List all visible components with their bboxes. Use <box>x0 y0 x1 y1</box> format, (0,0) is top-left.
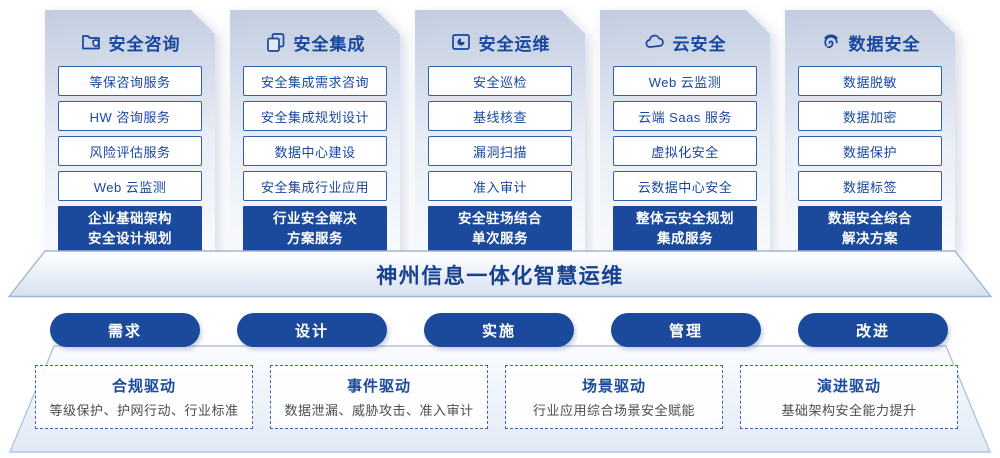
column-footer: 整体云安全规划 集成服务 <box>613 206 757 252</box>
service-item: 风险评估服务 <box>58 136 202 166</box>
service-item: 基线核查 <box>428 101 572 131</box>
service-item: 安全巡检 <box>428 66 572 96</box>
driver-desc: 行业应用综合场景安全赋能 <box>532 403 695 418</box>
column-items: 数据脱敏 数据加密 数据保护 数据标签 <box>798 66 942 201</box>
column-header: 数据安全 <box>785 29 955 55</box>
footer-line: 单次服务 <box>472 231 528 246</box>
driver-desc: 数据泄漏、威胁攻击、准入审计 <box>284 403 474 418</box>
column-footer: 数据安全综合 解决方案 <box>798 206 942 252</box>
column-panel: 云安全 Web 云监测 云端 Saas 服务 虚拟化安全 云数据中心安全 整体云… <box>600 10 770 252</box>
process-pill-design: 设计 <box>237 313 387 347</box>
column-panel: 安全咨询 等保咨询服务 HW 咨询服务 风险评估服务 Web 云监测 企业基础架… <box>45 10 215 252</box>
process-pill-requirement: 需求 <box>50 313 200 347</box>
service-item: 数据中心建设 <box>243 136 387 166</box>
service-item: 虚拟化安全 <box>613 136 757 166</box>
service-item: 准入审计 <box>428 171 572 201</box>
column-items: 等保咨询服务 HW 咨询服务 风险评估服务 Web 云监测 <box>58 66 202 201</box>
column-panel: 安全运维 安全巡检 基线核查 漏洞扫描 准入审计 安全驻场结合 单次服务 <box>415 10 585 252</box>
process-pill-implement: 实施 <box>424 313 574 347</box>
driver-box-incident: 事件驱动 数据泄漏、威胁攻击、准入审计 <box>270 365 488 429</box>
service-column-consulting: 安全咨询 等保咨询服务 HW 咨询服务 风险评估服务 Web 云监测 企业基础架… <box>45 10 215 252</box>
service-item: Web 云监测 <box>613 66 757 96</box>
column-header: 安全集成 <box>230 29 400 55</box>
service-item: 安全集成规划设计 <box>243 101 387 131</box>
footer-line: 企业基础架构 <box>88 210 172 226</box>
service-column-data: 数据安全 数据脱敏 数据加密 数据保护 数据标签 数据安全综合 解决方案 <box>785 10 955 252</box>
service-item: 数据加密 <box>798 101 942 131</box>
service-item: Web 云监测 <box>58 171 202 201</box>
service-item: 云端 Saas 服务 <box>613 101 757 131</box>
cloud-icon <box>644 31 666 53</box>
service-item: 数据标签 <box>798 171 942 201</box>
platform-banner-title: 神州信息一体化智慧运维 <box>376 265 624 288</box>
column-footer: 企业基础架构 安全设计规划 <box>58 206 202 252</box>
copy-documents-icon <box>265 31 287 53</box>
service-item: 云数据中心安全 <box>613 171 757 201</box>
column-footer: 安全驻场结合 单次服务 <box>428 206 572 252</box>
service-item: 安全集成需求咨询 <box>243 66 387 96</box>
driver-desc: 等级保护、护网行动、行业标准 <box>49 403 239 418</box>
service-item: 安全集成行业应用 <box>243 171 387 201</box>
column-header: 安全运维 <box>415 29 585 55</box>
footer-line: 安全设计规划 <box>88 231 172 246</box>
process-pill-improve: 改进 <box>798 313 948 347</box>
folder-pie-icon <box>450 31 472 53</box>
driver-title: 合规驱动 <box>111 378 176 395</box>
driver-desc: 基础架构安全能力提升 <box>781 403 917 418</box>
service-item: 漏洞扫描 <box>428 136 572 166</box>
fingerprint-icon <box>820 31 842 53</box>
folder-shield-icon <box>80 31 102 53</box>
driver-title: 演进驱动 <box>816 378 881 395</box>
column-items: 安全集成需求咨询 安全集成规划设计 数据中心建设 安全集成行业应用 <box>243 66 387 201</box>
footer-line: 解决方案 <box>842 231 898 246</box>
service-item: 数据脱敏 <box>798 66 942 96</box>
driver-box-scenario: 场景驱动 行业应用综合场景安全赋能 <box>505 365 723 429</box>
service-item: 等保咨询服务 <box>58 66 202 96</box>
footer-line: 方案服务 <box>287 231 343 246</box>
column-header: 云安全 <box>600 29 770 55</box>
column-footer: 行业安全解决 方案服务 <box>243 206 387 252</box>
column-title: 云安全 <box>672 34 727 54</box>
driver-box-evolution: 演进驱动 基础架构安全能力提升 <box>740 365 958 429</box>
footer-line: 集成服务 <box>657 231 713 246</box>
footer-line: 安全驻场结合 <box>458 210 542 226</box>
column-title: 安全咨询 <box>108 34 181 54</box>
service-column-operations: 安全运维 安全巡检 基线核查 漏洞扫描 准入审计 安全驻场结合 单次服务 <box>415 10 585 252</box>
service-column-integration: 安全集成 安全集成需求咨询 安全集成规划设计 数据中心建设 安全集成行业应用 行… <box>230 10 400 252</box>
driver-title: 场景驱动 <box>581 378 646 395</box>
service-item: HW 咨询服务 <box>58 101 202 131</box>
process-pill-manage: 管理 <box>611 313 761 347</box>
column-title: 安全运维 <box>478 34 551 54</box>
footer-line: 数据安全综合 <box>828 210 912 226</box>
service-column-cloud: 云安全 Web 云监测 云端 Saas 服务 虚拟化安全 云数据中心安全 整体云… <box>600 10 770 252</box>
column-title: 安全集成 <box>293 34 366 54</box>
column-header: 安全咨询 <box>45 29 215 55</box>
column-panel: 数据安全 数据脱敏 数据加密 数据保护 数据标签 数据安全综合 解决方案 <box>785 10 955 252</box>
column-items: 安全巡检 基线核查 漏洞扫描 准入审计 <box>428 66 572 201</box>
driver-box-compliance: 合规驱动 等级保护、护网行动、行业标准 <box>35 365 253 429</box>
footer-line: 行业安全解决 <box>273 210 357 226</box>
driver-title: 事件驱动 <box>346 378 411 395</box>
column-panel: 安全集成 安全集成需求咨询 安全集成规划设计 数据中心建设 安全集成行业应用 行… <box>230 10 400 252</box>
service-item: 数据保护 <box>798 136 942 166</box>
platform-banner-shape <box>7 250 993 298</box>
column-items: Web 云监测 云端 Saas 服务 虚拟化安全 云数据中心安全 <box>613 66 757 201</box>
footer-line: 整体云安全规划 <box>636 210 734 226</box>
column-title: 数据安全 <box>848 34 921 54</box>
